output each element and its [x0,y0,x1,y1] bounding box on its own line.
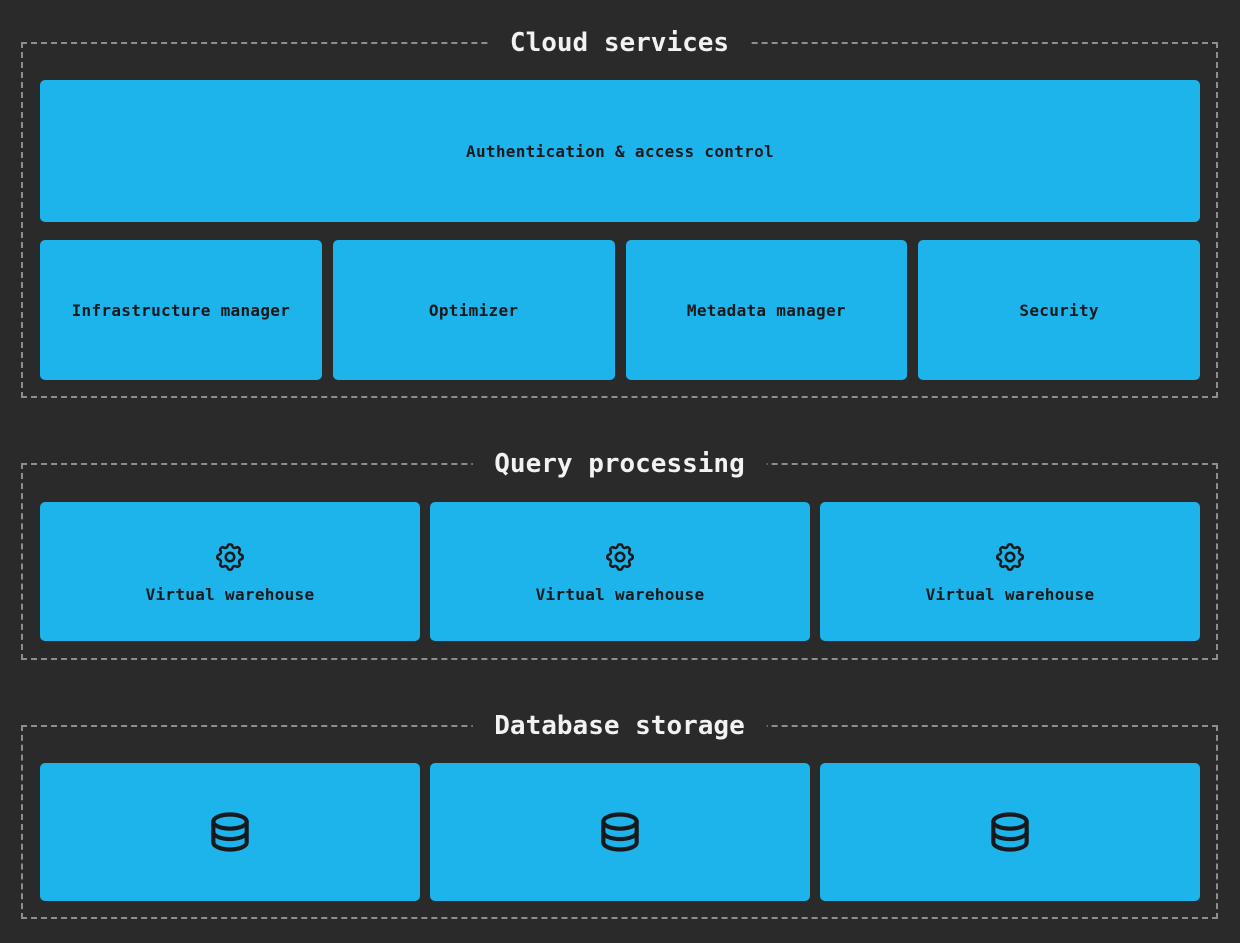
node-label: Infrastructure manager [71,300,291,320]
database-icon [211,812,249,852]
node-label: Virtual warehouse [535,584,705,604]
database-icon [991,812,1029,852]
node-label: Virtual warehouse [925,584,1095,604]
section-query-processing: Query processing Virtual warehouse Virtu… [21,449,1218,660]
section-title: Query processing [472,449,767,480]
node-label: Authentication & access control [466,141,774,161]
section-title: Cloud services [487,28,752,59]
node-optimizer: Optimizer [332,240,615,380]
gear-icon [215,542,245,571]
node-label: Optimizer [428,300,519,320]
section-body: Authentication & access control Infrastr… [23,44,1216,396]
node-label: Virtual warehouse [145,584,315,604]
gear-icon [995,542,1025,571]
node-virtual-warehouse: Virtual warehouse [40,502,420,641]
node-virtual-warehouse: Virtual warehouse [430,502,810,641]
node-database [430,763,810,901]
section-body [23,727,1216,917]
node-label: Metadata manager [686,300,846,320]
node-metadata-manager: Metadata manager [625,240,908,380]
section-database-storage: Database storage [21,711,1218,919]
gear-icon [605,542,635,571]
cloud-services-row: Infrastructure manager Optimizer Metadat… [40,240,1200,380]
database-icon [601,812,639,852]
node-infrastructure-manager: Infrastructure manager [40,240,322,380]
section-body: Virtual warehouse Virtual warehouse Virt… [23,465,1216,658]
node-label: Security [1019,300,1099,320]
section-title: Database storage [472,711,767,742]
node-security: Security [918,240,1200,380]
node-database [820,763,1200,901]
node-database [40,763,420,901]
node-virtual-warehouse: Virtual warehouse [820,502,1200,641]
section-cloud-services: Cloud services Authentication & access c… [21,28,1218,398]
node-authentication-access-control: Authentication & access control [40,80,1200,222]
